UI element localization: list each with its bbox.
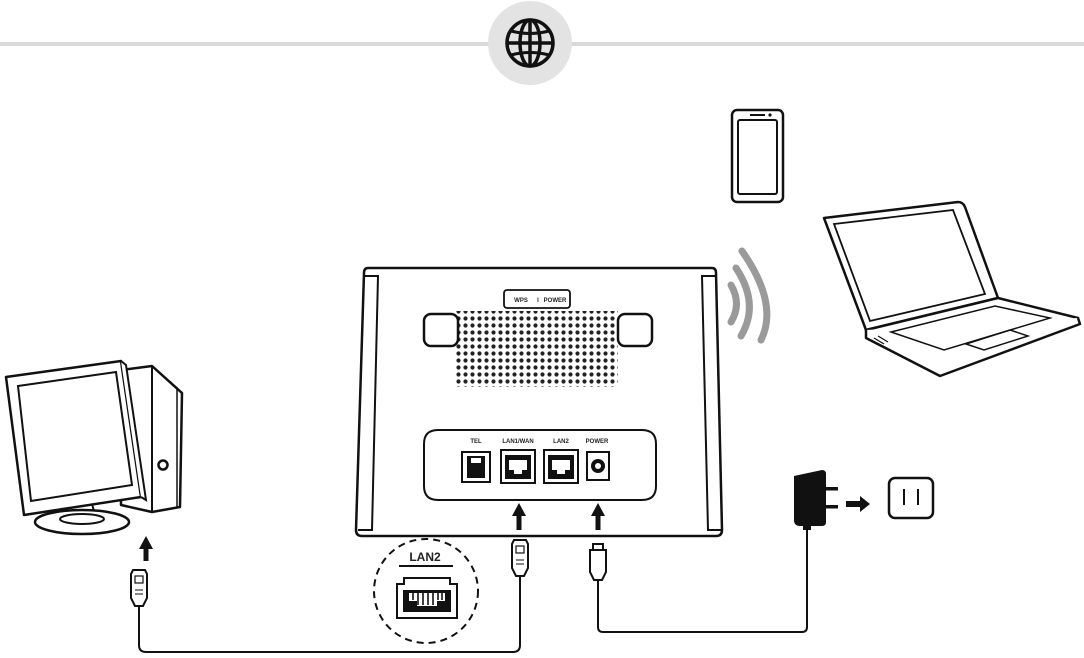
ethernet-plug-icon [130,569,148,612]
callout-label: LAN2 [409,550,441,564]
port-label-tel: TEL [470,439,482,445]
arrow-icon [139,496,870,561]
power-adapter-icon [794,470,838,530]
power-port [586,451,610,481]
smartphone-icon [730,108,785,204]
lan2-port [543,449,579,484]
ethernet-cable [138,582,521,653]
ethernet-plug-icon [511,539,529,582]
wifi-waves-icon [727,247,771,344]
wall-outlet-icon [887,476,935,520]
port-label-lan1-wan: LAN1/WAN [502,439,533,445]
dc-plug-icon [589,543,607,588]
port-label-power: POWER [586,439,609,445]
tel-port [461,451,491,483]
lan2-callout: LAN2 [373,538,479,644]
laptop-icon [822,200,1082,378]
desktop-computer-icon [4,359,184,536]
speaker-grill [456,311,618,387]
globe-icon [488,1,572,85]
power-cable [597,528,808,633]
lan1-wan-port [500,449,536,484]
router: WPS I POWER TEL LAN1/WAN LAN2 POWER [354,266,724,538]
button-separator-label: I [537,298,539,304]
power-button-label: POWER [544,298,567,304]
wps-label: WPS [514,298,528,304]
port-label-lan2: LAN2 [553,439,569,445]
